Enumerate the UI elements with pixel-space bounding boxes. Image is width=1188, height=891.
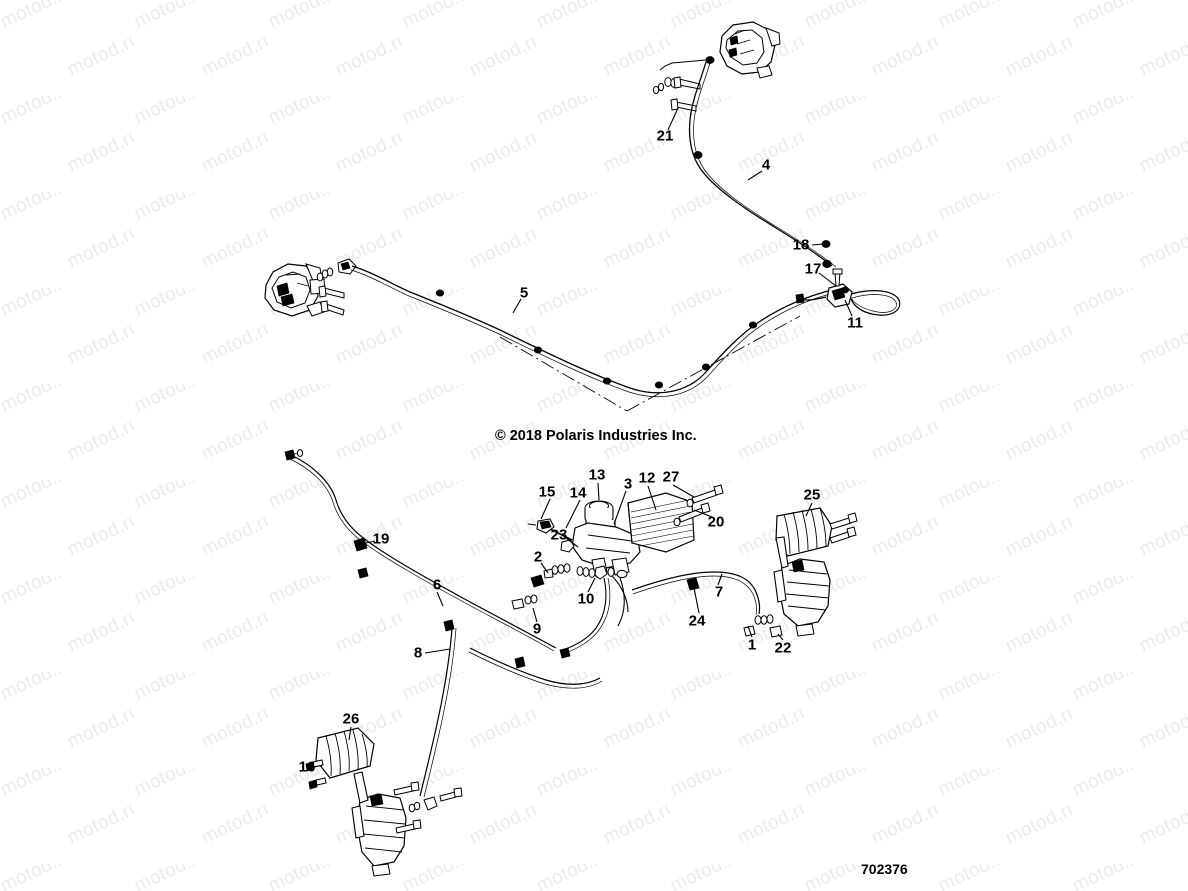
callout-8: 8	[413, 644, 423, 662]
callout-1: 1	[747, 636, 757, 654]
callout-5: 5	[519, 284, 529, 302]
callout-2: 2	[533, 548, 543, 566]
callout-26: 26	[342, 710, 360, 728]
callout-12: 12	[638, 469, 656, 487]
callout-13: 13	[588, 466, 606, 484]
callout-7: 7	[714, 583, 724, 601]
callout-17: 17	[804, 260, 822, 278]
callout-16: 16	[298, 758, 316, 776]
callout-6: 6	[432, 576, 442, 594]
callout-10: 10	[577, 590, 595, 608]
callout-20: 20	[707, 513, 725, 531]
callout-18: 18	[792, 236, 810, 254]
callout-19: 19	[372, 530, 390, 548]
callout-25: 25	[803, 486, 821, 504]
callout-21: 21	[656, 127, 674, 145]
copyright-notice: © 2018 Polaris Industries Inc.	[495, 428, 697, 444]
callout-3: 3	[623, 475, 633, 493]
callout-22: 22	[774, 639, 792, 657]
diagram-number: 702376	[861, 861, 908, 877]
callout-11: 11	[847, 314, 863, 332]
callout-15: 15	[538, 483, 556, 501]
callout-24: 24	[688, 612, 706, 630]
callout-14: 14	[569, 484, 587, 502]
callout-4: 4	[761, 156, 771, 174]
callout-9: 9	[532, 620, 542, 638]
callout-23: 23	[550, 526, 568, 544]
callout-27: 27	[662, 468, 680, 486]
